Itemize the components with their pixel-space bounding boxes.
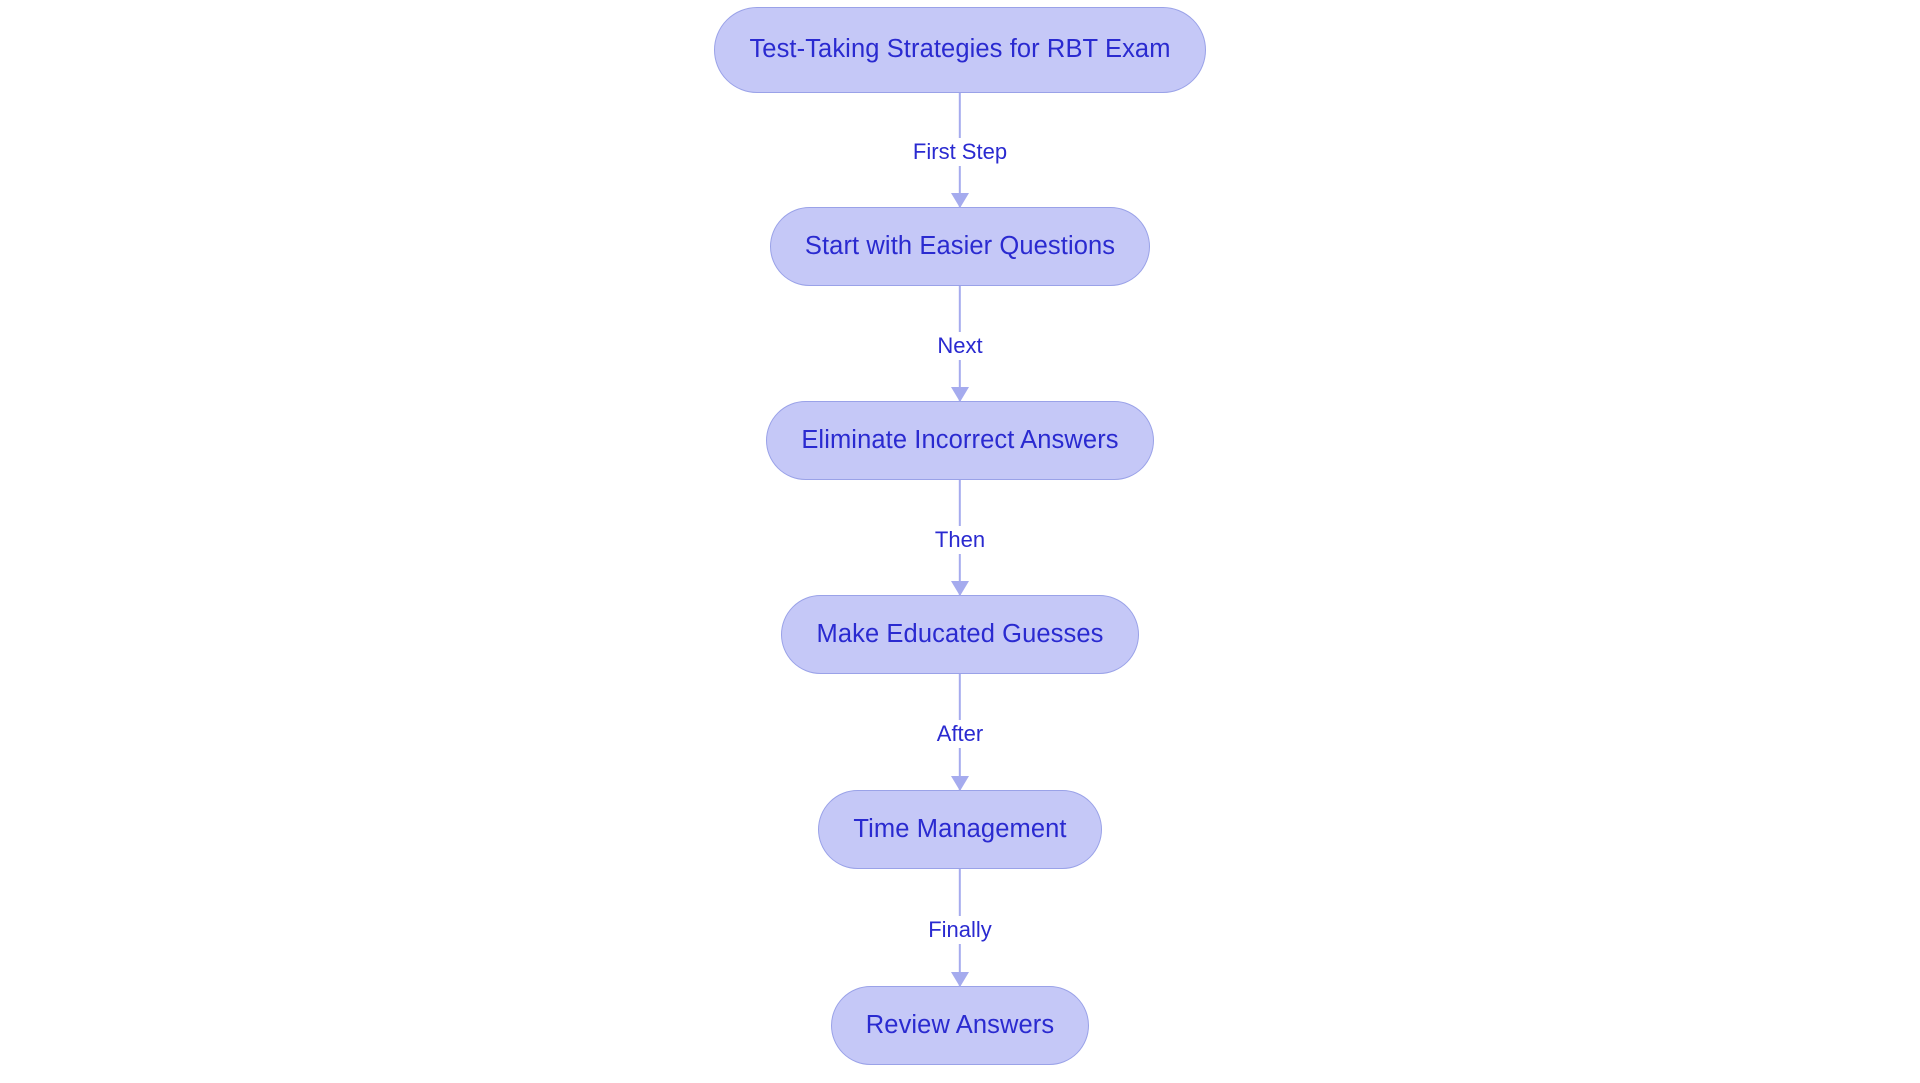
arrow-head-icon bbox=[951, 387, 969, 402]
flow-node-root-label: Test-Taking Strategies for RBT Exam bbox=[749, 35, 1171, 64]
flow-edge-label-first-step: First Step bbox=[905, 138, 1015, 166]
flow-node-review-answers-label: Review Answers bbox=[865, 1010, 1055, 1039]
flow-node-time-management[interactable]: Time Management bbox=[818, 790, 1102, 869]
flow-node-time-management-label: Time Management bbox=[853, 814, 1067, 843]
flow-node-easier[interactable]: Start with Easier Questions bbox=[769, 207, 1151, 286]
flow-edge-root-to-easier: First Step bbox=[870, 93, 1050, 208]
flow-node-guesses[interactable]: Make Educated Guesses bbox=[781, 595, 1139, 674]
arrow-head-icon bbox=[951, 193, 969, 208]
flow-node-eliminate-label: Eliminate Incorrect Answers bbox=[801, 425, 1119, 454]
flow-edge-label-then: Then bbox=[927, 525, 993, 554]
flow-node-easier-label: Start with Easier Questions bbox=[804, 231, 1116, 260]
flow-edge-time-to-review: Finally bbox=[870, 869, 1050, 987]
flow-edge-eliminate-to-guesses: Then bbox=[870, 480, 1050, 596]
flow-node-review-answers[interactable]: Review Answers bbox=[830, 986, 1090, 1065]
flow-edge-label-after: After bbox=[929, 720, 991, 748]
flow-edge-label-finally: Finally bbox=[921, 915, 999, 944]
flow-node-root[interactable]: Test-Taking Strategies for RBT Exam bbox=[714, 7, 1206, 93]
flow-node-guesses-label: Make Educated Guesses bbox=[816, 619, 1104, 648]
flow-edge-easier-to-eliminate: Next bbox=[870, 286, 1050, 402]
arrow-head-icon bbox=[951, 776, 969, 791]
flow-node-eliminate[interactable]: Eliminate Incorrect Answers bbox=[766, 401, 1154, 480]
flow-edge-guesses-to-time: After bbox=[870, 674, 1050, 791]
arrow-head-icon bbox=[951, 972, 969, 987]
flow-edge-label-next: Next bbox=[930, 331, 990, 360]
arrow-head-icon bbox=[951, 581, 969, 596]
